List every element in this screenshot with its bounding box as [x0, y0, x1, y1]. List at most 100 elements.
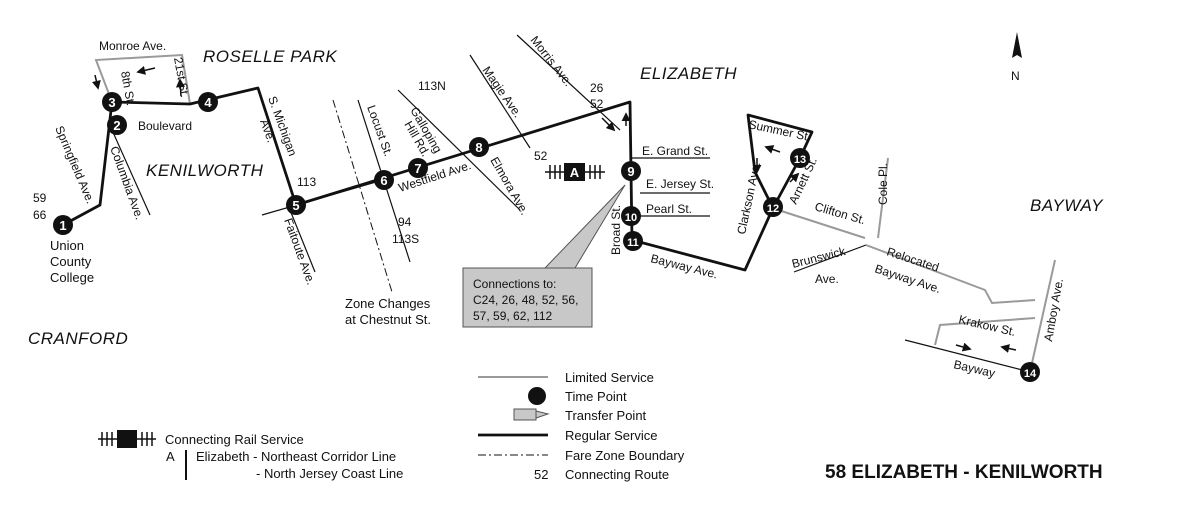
street-columbia: Columbia Ave. [107, 144, 147, 221]
street-clarkson: Clarkson Ave. [734, 160, 763, 235]
time-point-5: 5 [286, 195, 306, 215]
rail-station-label: A [570, 165, 580, 180]
legend-rail-line-2: - North Jersey Coast Line [256, 466, 403, 481]
route-113: 113 [297, 175, 316, 189]
route-113s: 113S [392, 232, 419, 246]
time-point-6: 6 [374, 170, 394, 190]
svg-text:3: 3 [108, 95, 115, 110]
svg-text:1: 1 [59, 218, 66, 233]
street-morris: Morris Ave. [528, 33, 576, 89]
svg-text:5: 5 [292, 198, 299, 213]
svg-text:12: 12 [767, 203, 779, 215]
transfer-point-icon [513, 408, 550, 421]
svg-text:14: 14 [1024, 368, 1037, 380]
street-broad: Broad St. [609, 205, 623, 255]
town-cranford: CRANFORD [28, 329, 128, 348]
svg-text:8: 8 [475, 140, 482, 155]
legend-transfer: Transfer Point [565, 408, 647, 423]
street-8th: 8th St. [118, 70, 138, 107]
street-summer: Summer St. [747, 117, 812, 144]
time-point-3: 3 [102, 92, 122, 112]
street-e-grand: E. Grand St. [642, 144, 708, 158]
svg-text:6: 6 [380, 173, 387, 188]
route-59: 59 [33, 191, 47, 205]
rail-legend-icon [98, 430, 156, 448]
street-lines [111, 34, 1031, 373]
time-point-9: 9 [621, 161, 641, 181]
transfer-callout-pointer [543, 184, 626, 269]
street-amboy: Amboy Ave. [1041, 277, 1066, 342]
legend-fare-zone: Fare Zone Boundary [565, 448, 685, 463]
street-magie: Magie Ave. [480, 64, 525, 120]
time-points: 1 2 3 4 5 6 7 8 9 10 11 12 13 14 [53, 92, 1040, 382]
town-elizabeth: ELIZABETH [640, 64, 737, 83]
legend: Limited Service Time Point Transfer Poin… [98, 370, 685, 482]
zone-label-1: Zone Changes [345, 296, 431, 311]
legend-rail-letter: A [166, 449, 175, 464]
street-brunswick-1: Brunswick [790, 244, 847, 271]
time-point-7: 7 [408, 158, 428, 178]
street-bayway-ave: Bayway Ave. [649, 251, 719, 281]
street-brunswick-2: Ave. [815, 272, 839, 286]
route-52b: 52 [590, 97, 604, 111]
svg-text:9: 9 [627, 164, 634, 179]
time-point-8: 8 [469, 137, 489, 157]
route-94: 94 [398, 215, 412, 229]
street-boulevard: Boulevard [138, 119, 192, 133]
legend-rail-title: Connecting Rail Service [165, 432, 304, 447]
street-faitoute: Faitoute Ave. [281, 216, 318, 286]
svg-text:2: 2 [113, 118, 120, 133]
map-title: 58 ELIZABETH - KENILWORTH [825, 462, 1103, 483]
legend-timepoint: Time Point [565, 389, 627, 404]
street-pearl: Pearl St. [646, 202, 692, 216]
street-krakow: Krakow St. [957, 312, 1017, 339]
route-66: 66 [33, 208, 47, 222]
route-numbers: 59 66 113 113N 52 26 52 94 113S [33, 79, 604, 246]
street-bayway: Bayway [952, 357, 996, 380]
town-bayway: BAYWAY [1030, 196, 1104, 215]
legend-regular: Regular Service [565, 428, 658, 443]
town-roselle-park: ROSELLE PARK [203, 47, 337, 66]
street-21st: 21st St. [171, 56, 192, 99]
svg-text:11: 11 [627, 237, 639, 249]
street-monroe: Monroe Ave. [99, 39, 166, 53]
street-cole: Cole Pl. [876, 163, 890, 205]
direction-arrows [91, 65, 1017, 353]
street-springfield: Springfield Ave. [52, 124, 97, 206]
street-labels: Monroe Ave. 8th St. 21st St. Springfield… [52, 33, 1066, 380]
connections-line-3: 57, 59, 62, 112 [473, 309, 553, 323]
limited-service-lines [94, 53, 1056, 373]
time-point-12: 12 [763, 197, 783, 217]
time-point-11: 11 [623, 231, 643, 251]
legend-route-num: 52 [534, 467, 548, 482]
legend-connecting-route: Connecting Route [565, 467, 669, 482]
ucc-label-3: College [50, 270, 94, 285]
ucc-label-1: Union [50, 238, 84, 253]
connections-line-2: C24, 26, 48, 52, 56, [473, 293, 578, 307]
rail-station-a: A [545, 163, 605, 181]
route-52: 52 [534, 149, 548, 163]
north-label: N [1011, 69, 1020, 83]
time-point-4: 4 [198, 92, 218, 112]
ucc-label-2: County [50, 254, 92, 269]
svg-text:13: 13 [794, 154, 806, 166]
connections-line-1: Connections to: [473, 277, 556, 291]
time-point-10: 10 [621, 206, 641, 226]
legend-limited: Limited Service [565, 370, 654, 385]
street-elmora: Elmora Ave. [487, 155, 531, 218]
time-point-13: 13 [790, 148, 810, 168]
zone-label-2: at Chestnut St. [345, 312, 431, 327]
svg-text:7: 7 [414, 161, 421, 176]
time-point-14: 14 [1020, 362, 1040, 382]
svg-text:10: 10 [625, 212, 637, 224]
north-arrow-icon: N [1011, 32, 1022, 83]
route-26: 26 [590, 81, 604, 95]
street-e-jersey: E. Jersey St. [646, 177, 714, 191]
time-point-1: 1 [53, 215, 73, 235]
fare-zone-boundary [332, 99, 393, 293]
town-kenilworth: KENILWORTH [146, 161, 264, 180]
route-113n: 113N [418, 79, 446, 93]
svg-text:4: 4 [204, 95, 212, 110]
street-locust: Locust St. [364, 103, 395, 158]
